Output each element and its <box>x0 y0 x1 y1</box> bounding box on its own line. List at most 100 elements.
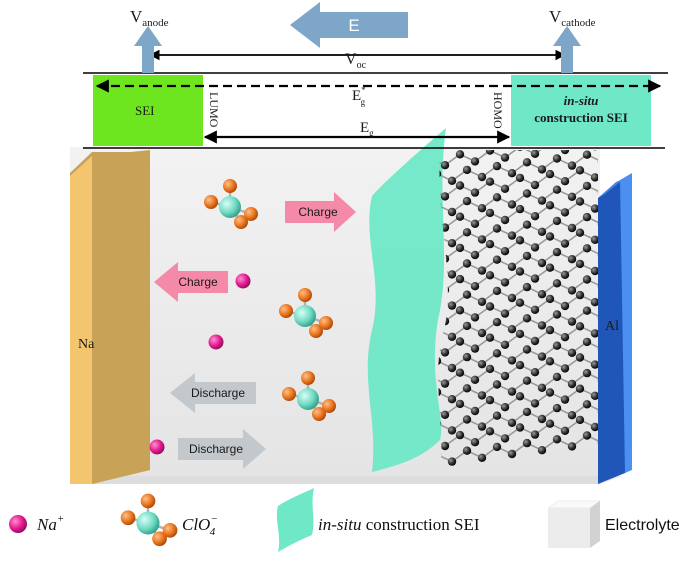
carbon-atom <box>552 216 562 226</box>
carbon-atom <box>552 154 562 163</box>
carbon-atom <box>477 266 487 275</box>
carbon-atom <box>515 236 525 245</box>
carbon-atom <box>560 150 570 155</box>
al-electrode-label: Al <box>605 319 619 334</box>
carbon-atom <box>522 407 532 417</box>
carbon-atom <box>530 368 540 377</box>
carbon-atom <box>455 212 465 221</box>
ions <box>149 179 336 455</box>
carbon-atom <box>560 333 570 342</box>
carbon-atom <box>440 379 450 388</box>
carbon-atom <box>462 415 472 424</box>
carbon-atom <box>567 192 577 201</box>
carbon-atom <box>552 403 562 413</box>
v-anode-label: Vanode <box>130 7 169 29</box>
carbon-atom <box>552 310 562 319</box>
carbon-atom <box>492 349 502 358</box>
carbon-atom <box>545 263 555 272</box>
carbon-atom <box>462 228 472 237</box>
legend-anion-label: ClO−4 <box>182 513 218 538</box>
carbon-atom <box>582 275 592 284</box>
carbon-atom <box>500 153 510 162</box>
cathode-sei-label-line2: construction SEI <box>534 110 628 125</box>
carbon-atom <box>485 364 495 374</box>
carbon-atom <box>530 243 540 252</box>
carbon-atom <box>575 228 585 237</box>
carbon-atom <box>447 176 457 185</box>
carbon-atom <box>545 201 555 210</box>
carbon-atom <box>522 345 532 354</box>
carbon-atom <box>537 258 547 268</box>
carbon-atom <box>470 219 480 228</box>
carbon-atom <box>582 337 592 347</box>
carbon-atom <box>500 371 510 381</box>
carbon-atom <box>507 293 517 303</box>
carbon-atom <box>470 344 480 353</box>
carbon-atom <box>567 348 577 357</box>
carbon-atom <box>447 363 457 373</box>
carbon-atom <box>530 430 540 439</box>
carbon-atom <box>455 306 465 315</box>
na-ion <box>149 439 165 455</box>
carbon-atom <box>477 391 487 400</box>
carbon-atom <box>500 247 510 256</box>
anode-sei-label: SEI <box>135 103 155 118</box>
carbon-atom <box>522 189 532 198</box>
legend: Na+ ClO−4 in-situ construction SEI Elect… <box>9 488 680 552</box>
carbon-atom <box>537 196 547 205</box>
carbon-atom <box>575 353 585 362</box>
carbon-atom <box>575 197 585 206</box>
cathode-sei-label-line1: in-situ <box>564 93 599 108</box>
carbon-atom <box>560 364 570 373</box>
legend-sei-label: in-situ construction SEI <box>318 515 480 534</box>
carbon-atom <box>470 438 480 447</box>
carbon-atom <box>515 173 525 183</box>
clo4-anion <box>282 371 336 421</box>
carbon-atom <box>515 329 525 339</box>
carbon-atom <box>552 372 562 382</box>
carbon-atom <box>500 340 510 349</box>
carbon-atom <box>440 410 450 419</box>
carbon-atom <box>545 388 555 397</box>
e-field-arrow <box>290 2 408 48</box>
carbon-atom <box>545 419 555 428</box>
carbon-atom <box>567 317 577 326</box>
carbon-atom <box>470 282 480 291</box>
carbon-atom <box>462 196 472 206</box>
clo4-anion <box>279 288 333 338</box>
carbon-atom <box>530 180 540 190</box>
carbon-atom <box>477 422 487 431</box>
eg-star-label: E*g <box>352 85 366 107</box>
na-electrode-label: Na <box>78 337 95 352</box>
carbon-atom <box>567 255 577 264</box>
carbon-atom <box>582 212 592 222</box>
carbon-atom <box>477 453 487 462</box>
cathode-sei-layer <box>367 128 446 472</box>
eg-label: Eg <box>360 120 374 138</box>
carbon-atom <box>500 184 510 193</box>
carbon-atom <box>515 360 525 370</box>
e-field-label: E <box>348 16 359 35</box>
carbon-atom <box>455 337 465 346</box>
carbon-atom <box>462 259 472 268</box>
carbon-atom <box>440 192 450 201</box>
carbon-atom <box>590 360 598 369</box>
carbon-atom <box>522 158 532 167</box>
carbon-atom <box>500 215 510 225</box>
carbon-atom <box>560 239 570 248</box>
carbon-atom <box>560 208 570 217</box>
carbon-atom <box>438 356 442 366</box>
carbon-atom <box>590 298 598 307</box>
carbon-atom <box>507 231 517 240</box>
legend-na-ion-icon <box>9 515 27 533</box>
carbon-atom <box>582 400 592 409</box>
carbon-atom <box>507 356 517 365</box>
carbon-atom <box>455 399 465 409</box>
carbon-atom <box>507 200 517 209</box>
svg-text:Discharge: Discharge <box>189 442 243 456</box>
carbon-atom <box>492 442 502 452</box>
carbon-atom <box>537 227 547 236</box>
charge-arrow-right: Charge <box>285 192 356 232</box>
carbon-atom <box>582 181 592 191</box>
svg-text:Charge: Charge <box>298 205 338 219</box>
